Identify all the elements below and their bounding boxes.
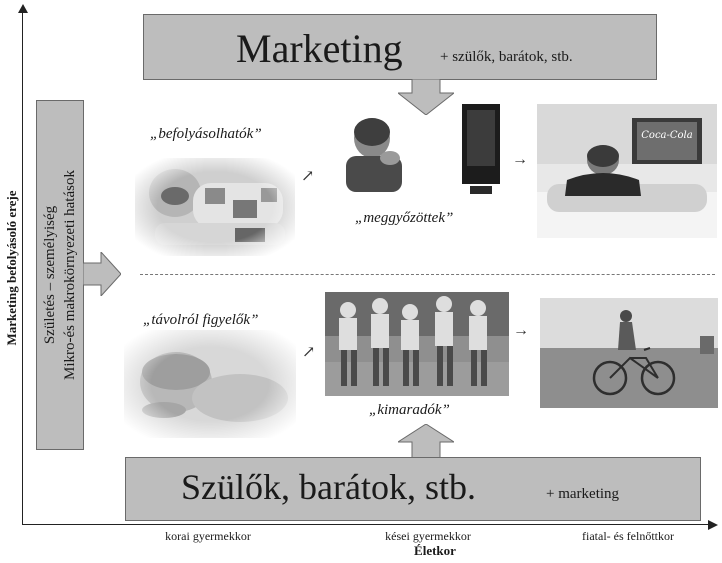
x-tick-early-childhood: korai gyermekkor	[165, 529, 251, 543]
running-children-photo	[325, 292, 509, 396]
marketing-subtitle: + szülők, barátok, stb.	[440, 49, 573, 65]
baby-with-products-photo	[135, 158, 295, 256]
man-watching-tv-photo: Coca-Cola	[537, 104, 717, 238]
marketing-title: Marketing	[236, 26, 403, 71]
coca-cola-logo: Coca-Cola	[641, 130, 693, 141]
birth-personality-line: Születés – személyiség	[42, 205, 58, 345]
dashed-divider	[140, 274, 715, 275]
parents-subtitle: + marketing	[546, 486, 620, 502]
environment-influences-line: Mikro-és makrokörnyezeti hatások	[62, 170, 78, 380]
tv-set-photo	[460, 98, 502, 198]
parents-box: Szülők, barátok, stb. + marketing	[125, 457, 701, 521]
arrow-glyph-3: ↗	[302, 344, 316, 361]
caption-convinced: „meggyőzöttek”	[355, 210, 454, 226]
arrow-glyph-1: ↗	[301, 168, 315, 185]
x-tick-late-childhood: kései gyermekkor	[385, 529, 471, 543]
x-axis-arrowhead	[708, 520, 718, 530]
down-arrow	[398, 79, 454, 115]
x-axis	[22, 524, 712, 525]
marketing-box: Marketing + szülők, barátok, stb.	[143, 14, 657, 80]
caption-influenceable: „befolyásolhatók”	[150, 126, 262, 142]
boy-watching-photo	[336, 108, 408, 196]
y-axis-title: Marketing befolyásoló ereje	[4, 190, 19, 346]
y-axis	[22, 10, 23, 525]
parents-title: Szülők, barátok, stb.	[181, 467, 476, 507]
right-arrow	[83, 252, 121, 296]
y-axis-arrowhead	[18, 4, 28, 13]
arrow-glyph-4: →	[513, 322, 529, 339]
woman-cycling-photo	[540, 298, 718, 408]
x-axis-title: Életkor	[414, 543, 456, 558]
x-tick-adulthood: fiatal- és felnőttkor	[582, 529, 674, 543]
caption-distant-observers: „távolról figyelők”	[143, 312, 259, 328]
sleeping-baby-photo	[124, 330, 296, 438]
caption-left-out: „kimaradók”	[369, 402, 450, 418]
arrow-glyph-2: →	[512, 151, 528, 168]
up-arrow	[398, 424, 454, 458]
